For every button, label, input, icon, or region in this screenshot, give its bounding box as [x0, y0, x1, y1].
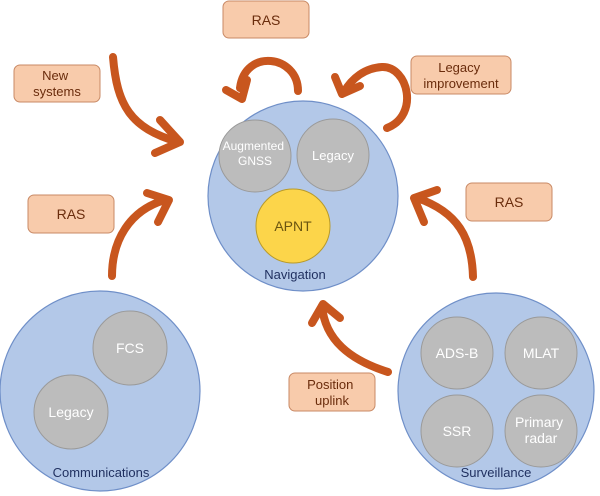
tags-layer: RAS New systems Legacy improvement RAS [13, 0, 553, 412]
tag-ras-top-label: RAS [252, 12, 281, 28]
mlat-label: MLAT [523, 345, 560, 361]
tag-ras-left [27, 194, 115, 234]
apnt-node[interactable] [255, 188, 331, 264]
tag-new-systems [13, 64, 101, 103]
tag-position-uplink-line2: uplink [315, 393, 349, 408]
augmented-gnss-label-line1: Augmented [223, 139, 284, 153]
comm-legacy-label: Legacy [48, 404, 93, 420]
augmented-gnss-node[interactable] [218, 119, 292, 193]
svg-text:RAS: RAS [252, 12, 281, 28]
svg-text:Communications: Communications [53, 465, 150, 480]
communications-domain-label: Communications [53, 465, 150, 480]
tag-legacy-improvement [410, 55, 512, 95]
tag-new-systems-line2: systems [33, 84, 81, 99]
navigation-domain: Augmented GNSS Legacy APNT Navigation [207, 100, 399, 292]
arrow-legacy-improvement-head [331, 73, 364, 98]
arrow-ras-right [413, 194, 477, 281]
fcs-label: FCS [116, 340, 144, 356]
svg-text:Augmented GNSS: Augmented GNSS [223, 139, 288, 168]
arrow-legacy-improvement-loop [340, 62, 412, 132]
comm-legacy-node[interactable] [33, 374, 109, 450]
primary-radar-node[interactable] [504, 394, 578, 468]
tag-ras-top [222, 0, 310, 39]
ads-b-node[interactable] [420, 316, 494, 390]
arrow-position-uplink-head [308, 300, 344, 327]
tag-ras-left-label: RAS [57, 206, 86, 222]
svg-text:RAS: RAS [495, 194, 524, 210]
apnt-label: APNT [274, 218, 312, 234]
augmented-gnss-label-line2: GNSS [238, 154, 272, 168]
arrow-ras-left-head [143, 189, 173, 226]
svg-text:New systems: New systems [33, 68, 81, 99]
tag-legacy-improvement-line2: improvement [423, 76, 499, 91]
svg-text:FCS: FCS [116, 340, 144, 356]
nav-legacy-node[interactable] [296, 118, 370, 192]
arrow-ras-top-head [222, 76, 251, 103]
tag-position-uplink-line1: Position [307, 377, 353, 392]
surveillance-domain-circle [397, 292, 595, 490]
arrow-ras-top-loop [236, 57, 302, 95]
svg-text:MLAT: MLAT [523, 345, 560, 361]
svg-text:APNT: APNT [274, 218, 312, 234]
nav-legacy-label: Legacy [312, 148, 354, 163]
communications-domain: FCS Legacy Communications [0, 290, 201, 492]
svg-text:Legacy improvement: Legacy improvement [423, 60, 499, 91]
arrow-ras-left [108, 196, 169, 280]
tag-legacy-improvement-line1: Legacy [438, 60, 480, 75]
tag-ras-right-label: RAS [495, 194, 524, 210]
surveillance-domain-label: Surveillance [461, 465, 532, 480]
svg-text:Position uplink: Position uplink [307, 377, 357, 408]
arrow-new-systems-head [151, 116, 184, 157]
ssr-node[interactable] [420, 394, 494, 468]
svg-text:ADS-B: ADS-B [436, 345, 479, 361]
navigation-domain-label: Navigation [264, 267, 325, 282]
arrows-layer [108, 53, 477, 376]
ssr-label: SSR [443, 423, 472, 439]
fcs-node[interactable] [92, 310, 168, 386]
surveillance-domain: ADS-B MLAT SSR Primary radar Surveillanc… [397, 292, 595, 490]
mlat-node[interactable] [504, 316, 578, 390]
svg-text:Legacy: Legacy [48, 404, 93, 420]
svg-text:RAS: RAS [57, 206, 86, 222]
svg-text:Surveillance: Surveillance [461, 465, 532, 480]
arrow-ras-right-head [410, 186, 441, 226]
svg-text:Navigation: Navigation [264, 267, 325, 282]
tag-ras-right [465, 182, 553, 222]
tag-position-uplink [288, 372, 376, 412]
tag-new-systems-line1: New [42, 68, 69, 83]
svg-text:Primary radar: Primary radar [515, 414, 567, 446]
ads-b-label: ADS-B [436, 345, 479, 361]
svg-text:SSR: SSR [443, 423, 472, 439]
arrow-new-systems [109, 53, 182, 146]
svg-text:Legacy: Legacy [312, 148, 354, 163]
primary-radar-label-line2: radar [525, 430, 558, 446]
primary-radar-label-line1: Primary [515, 414, 563, 430]
arrow-position-uplink [318, 302, 392, 376]
